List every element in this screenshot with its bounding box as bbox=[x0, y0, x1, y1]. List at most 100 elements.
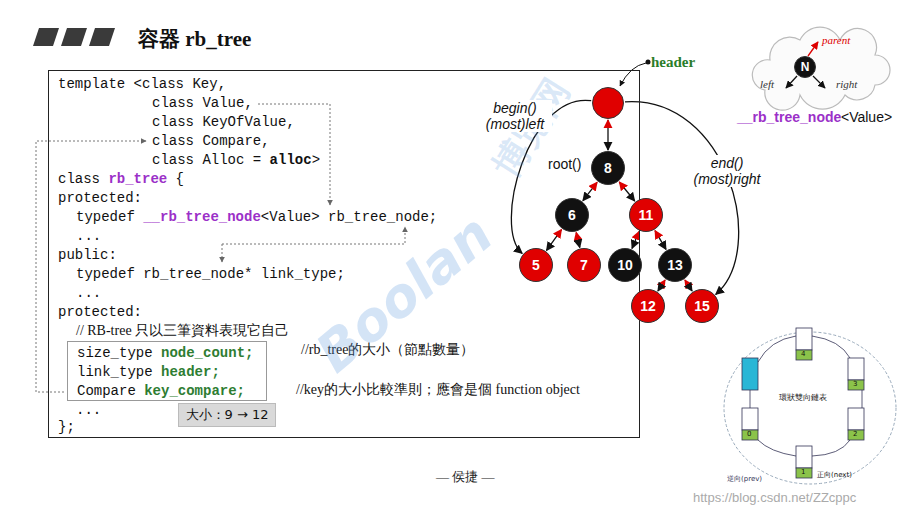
label: 0 bbox=[747, 430, 751, 438]
code-line: class rb_tree { bbox=[58, 171, 184, 187]
tree-link bbox=[619, 182, 634, 201]
code-text: typedef rb_tree_node* link_type; bbox=[76, 266, 345, 282]
code-line: ... bbox=[76, 402, 101, 418]
label: 4 bbox=[801, 350, 805, 358]
code-text: key_compare; bbox=[144, 383, 245, 399]
edge-label: begin() (most)left bbox=[478, 100, 552, 132]
label: parent bbox=[822, 34, 850, 46]
node-key: 6 bbox=[568, 207, 576, 223]
code-line: // RB-tree 只以三筆資料表現它自己 bbox=[76, 323, 289, 339]
code-text: size_type bbox=[77, 345, 153, 361]
code-line: link_type header; bbox=[77, 364, 220, 380]
tree-node: 13 bbox=[658, 248, 692, 282]
note-text: 大小：9 → 12 bbox=[186, 406, 269, 424]
label: __rb_tree_node bbox=[737, 109, 841, 125]
code-text: Compare bbox=[77, 383, 136, 399]
code-line: class Value, bbox=[152, 95, 253, 111]
node-symbol: N bbox=[794, 56, 816, 78]
code-line: ... bbox=[76, 228, 101, 244]
node-key: N bbox=[801, 60, 810, 74]
code-text: __rb_tree_node bbox=[143, 209, 261, 225]
code-line: typedef rb_tree_node* link_type; bbox=[76, 266, 345, 282]
node-key: 11 bbox=[639, 207, 654, 223]
node-key: 12 bbox=[640, 298, 656, 314]
label: left bbox=[760, 78, 774, 90]
tree-link bbox=[685, 280, 692, 291]
node-key: 15 bbox=[694, 298, 710, 314]
code-text: rb_tree bbox=[108, 171, 167, 187]
node-key: 8 bbox=[604, 160, 612, 176]
code-line: typedef __rb_tree_node<Value> rb_tree_nod… bbox=[76, 209, 437, 225]
code-text: link_type bbox=[77, 364, 153, 380]
code-text: // RB-tree 只以三筆資料表現它自己 bbox=[76, 323, 289, 339]
tree-node: 6 bbox=[555, 198, 589, 232]
code-line: class Alloc = alloc> bbox=[152, 152, 320, 168]
code-line: class Compare, bbox=[152, 133, 270, 149]
tree-node: 8 bbox=[591, 151, 625, 185]
field-box: size_type node_count; link_type header; Comp… bbox=[67, 341, 267, 401]
code-text: header; bbox=[161, 364, 220, 380]
label: 逆向(prev) bbox=[727, 474, 762, 484]
node-cloud bbox=[752, 27, 890, 110]
code-line: size_type node_count; bbox=[77, 345, 253, 361]
code-text: protected: bbox=[58, 304, 142, 320]
node-key: 7 bbox=[580, 257, 588, 273]
label: — 侯捷 — bbox=[436, 468, 495, 486]
node-key: 13 bbox=[667, 257, 683, 273]
code-text: template <class Key, bbox=[58, 76, 226, 92]
watermark: Boolan bbox=[304, 202, 504, 384]
tree-link bbox=[632, 232, 639, 249]
code-line: public: bbox=[58, 247, 117, 263]
code-text: class Value, bbox=[152, 95, 253, 111]
tree-link bbox=[658, 280, 665, 291]
tree-link bbox=[607, 120, 608, 150]
header-pointer bbox=[620, 60, 651, 87]
code-text: class KeyOfValue, bbox=[152, 114, 295, 130]
code-text: ... bbox=[76, 402, 101, 418]
code-text: class bbox=[58, 171, 100, 187]
tree-link bbox=[576, 233, 580, 248]
code-text: ... bbox=[76, 228, 101, 244]
code-text: node_count; bbox=[161, 345, 253, 361]
code-text: class Compare, bbox=[152, 133, 270, 149]
label: 2 bbox=[853, 430, 857, 438]
tree-node: 15 bbox=[685, 289, 719, 323]
tree-node: 10 bbox=[608, 248, 642, 282]
code-text: typedef bbox=[76, 209, 135, 225]
code-text: ... bbox=[76, 285, 101, 301]
code-text: //key的大小比較準則；應會是個 function object bbox=[296, 382, 580, 398]
tree-link bbox=[547, 230, 562, 251]
code-line: }; bbox=[58, 419, 75, 435]
code-text: class Alloc = bbox=[152, 152, 261, 168]
code-text: alloc bbox=[270, 152, 312, 168]
label: 1 bbox=[801, 468, 805, 476]
code-text: }; bbox=[58, 419, 75, 435]
code-line: ... bbox=[76, 285, 101, 301]
tree-link bbox=[583, 182, 597, 200]
code-text: > bbox=[312, 152, 320, 168]
iterator-link bbox=[625, 102, 739, 295]
edge-label: root() bbox=[546, 156, 583, 172]
code-text: { bbox=[176, 171, 184, 187]
node-key: 5 bbox=[532, 257, 540, 273]
code-line: Compare key_compare; bbox=[77, 383, 245, 399]
code-line: protected: bbox=[58, 190, 142, 206]
node-key: 10 bbox=[617, 257, 633, 273]
code-line: class KeyOfValue, bbox=[152, 114, 295, 130]
tree-link bbox=[655, 231, 666, 250]
code-text: protected: bbox=[58, 190, 142, 206]
label: 3 bbox=[853, 380, 857, 388]
tree-node: 12 bbox=[631, 289, 665, 323]
code-line: template <class Key, bbox=[58, 76, 226, 92]
tree-node: 11 bbox=[629, 198, 663, 232]
title-icons bbox=[33, 28, 115, 46]
label: 環狀雙向鏈表 bbox=[779, 392, 827, 403]
edge-label: end() (most)right bbox=[683, 155, 771, 187]
header-node: header bbox=[592, 87, 624, 119]
label: <Value> bbox=[841, 109, 892, 125]
code-text: <Value> rb_tree_node; bbox=[261, 209, 437, 225]
code-text: public: bbox=[58, 247, 117, 263]
label: https://blog.csdn.net/ZZcppc bbox=[693, 490, 856, 505]
tree-node: 5 bbox=[519, 248, 553, 282]
